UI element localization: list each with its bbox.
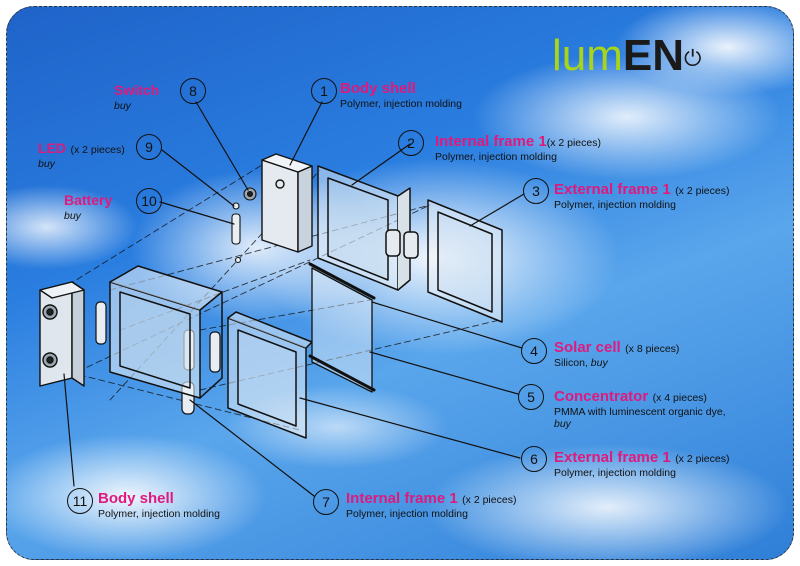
label-led: LED (x 2 pieces) buy	[38, 140, 125, 170]
logo-text-bold: EN	[622, 31, 685, 80]
part-title: Body shell	[98, 490, 174, 507]
body-shell-upper	[261, 153, 313, 253]
part-title: Internal frame 1	[346, 490, 458, 507]
part-detail: Silicon, buy	[554, 357, 608, 370]
logo-text-light: lum	[552, 31, 623, 80]
part-title: Internal frame 1	[435, 133, 547, 150]
part-title: External frame 1	[554, 449, 671, 466]
marker-1: 1	[311, 78, 337, 104]
marker-5: 5	[518, 384, 544, 410]
part-title: Switch	[114, 82, 160, 98]
marker-10: 10	[136, 188, 162, 214]
part-detail-2: buy	[554, 418, 571, 431]
marker-6: 6	[521, 446, 547, 472]
label-body-shell-11: Body shell Polymer, injection molding	[98, 490, 220, 520]
marker-2: 2	[398, 130, 424, 156]
part-title: Solar cell	[554, 339, 621, 356]
marker-9: 9	[136, 134, 162, 160]
part-detail: Polymer, injection molding	[554, 199, 676, 212]
part-qty: (x 2 pieces)	[675, 185, 730, 197]
internal-frame-upper	[317, 165, 411, 291]
marker-3: 3	[523, 178, 549, 204]
marker-11: 11	[67, 488, 93, 514]
leader-lines	[63, 101, 525, 497]
part-qty: (x 2 pieces)	[675, 453, 730, 465]
part-qty: (x 2 pieces)	[70, 144, 125, 156]
label-concentrator: Concentrator (x 4 pieces) PMMA with lumi…	[554, 388, 726, 431]
label-switch: Switch buy	[114, 82, 159, 112]
marker-4: 4	[521, 338, 547, 364]
part-title: Concentrator	[554, 388, 649, 405]
part-title: Body shell	[340, 80, 416, 97]
part-detail: Polymer, injection molding	[340, 98, 462, 111]
part-title: Battery	[64, 192, 113, 208]
small-components	[231, 187, 257, 264]
external-frame-upper	[403, 199, 503, 323]
part-detail: Polymer, injection molding	[554, 467, 676, 480]
label-solar-cell: Solar cell (x 8 pieces) Silicon, buy	[554, 339, 679, 369]
part-detail: buy	[38, 158, 55, 171]
body-shell-left	[39, 281, 85, 387]
marker-8: 8	[180, 78, 206, 104]
label-external-frame-upper: External frame 1 (x 2 pieces) Polymer, i…	[554, 181, 729, 211]
part-title: External frame 1	[554, 181, 671, 198]
lumen-logo: lumEN⏻	[552, 32, 701, 82]
part-detail: buy	[114, 100, 131, 113]
marker-7: 7	[313, 489, 339, 515]
part-qty: (x 2 pieces)	[546, 137, 601, 149]
part-detail: Polymer, injection molding	[435, 151, 557, 164]
part-detail: PMMA with luminescent organic dye,	[554, 406, 726, 419]
label-body-shell-1: Body shell Polymer, injection molding	[340, 80, 462, 110]
part-detail: Polymer, injection molding	[346, 508, 468, 521]
internal-frame-lower	[109, 265, 223, 399]
external-frame-lower	[227, 311, 313, 439]
part-title: LED	[38, 140, 66, 156]
part-qty: (x 4 pieces)	[652, 392, 707, 404]
part-detail: Polymer, injection molding	[98, 508, 220, 521]
label-external-frame-lower: External frame 1 (x 2 pieces) Polymer, i…	[554, 449, 729, 479]
label-internal-frame-upper: Internal frame 1(x 2 pieces) Polymer, in…	[435, 133, 601, 163]
label-internal-frame-lower: Internal frame 1 (x 2 pieces) Polymer, i…	[346, 490, 516, 520]
part-qty: (x 8 pieces)	[625, 343, 680, 355]
plug-icon: ⏻	[684, 45, 702, 71]
label-battery: Battery buy	[64, 192, 112, 222]
solar-cell-concentrator	[308, 262, 376, 393]
part-qty: (x 2 pieces)	[462, 494, 517, 506]
part-detail: buy	[64, 210, 81, 223]
